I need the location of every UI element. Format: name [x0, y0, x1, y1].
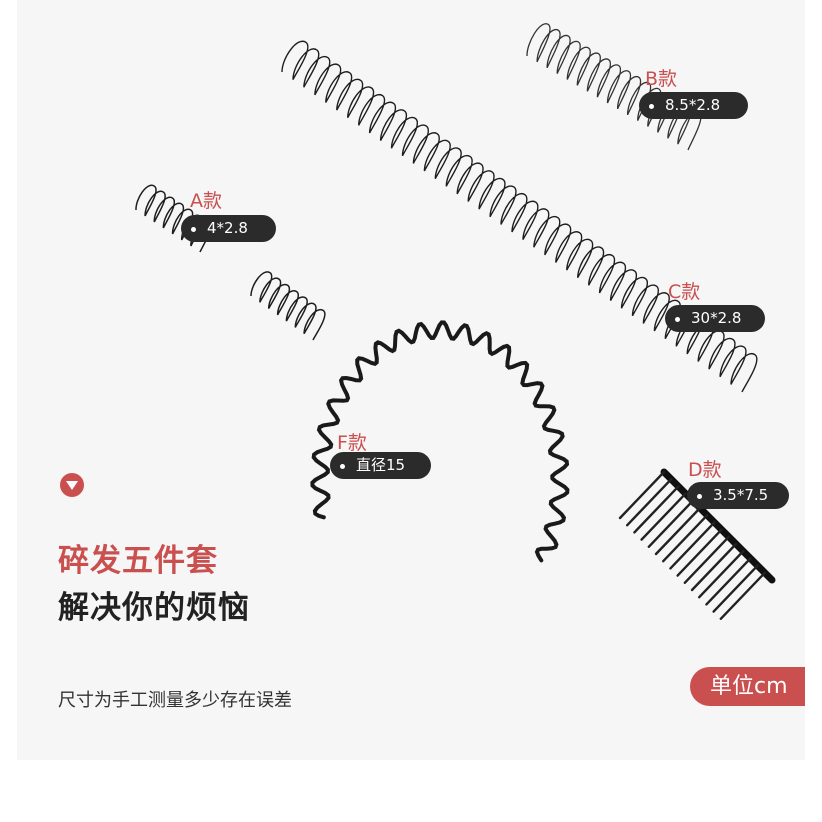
label-d: D款 — [688, 459, 722, 481]
size-pill-c: 30*2.8 — [665, 305, 765, 332]
label-f: F款 — [337, 432, 367, 454]
label-c: C款 — [668, 281, 701, 303]
clip-c-long-comb — [281, 40, 758, 393]
clip-a-small-comb-2 — [250, 271, 326, 341]
size-pill-b: 8.5*2.8 — [639, 92, 748, 119]
size-pill-d: 3.5*7.5 — [687, 482, 789, 509]
size-pill-a: 4*2.8 — [181, 215, 276, 242]
size-pill-f: 直径15 — [330, 452, 431, 479]
clip-d-side-comb — [618, 468, 776, 620]
chevron-down-icon — [60, 473, 84, 497]
label-b: B款 — [645, 68, 678, 90]
label-a: A款 — [190, 190, 222, 212]
headband-f-wave — [310, 320, 570, 563]
headline-line1: 碎发五件套 — [58, 543, 218, 579]
measurement-note: 尺寸为手工测量多少存在误差 — [58, 690, 292, 711]
unit-badge: 单位cm — [690, 667, 805, 706]
headline-line2: 解决你的烦恼 — [58, 590, 250, 626]
